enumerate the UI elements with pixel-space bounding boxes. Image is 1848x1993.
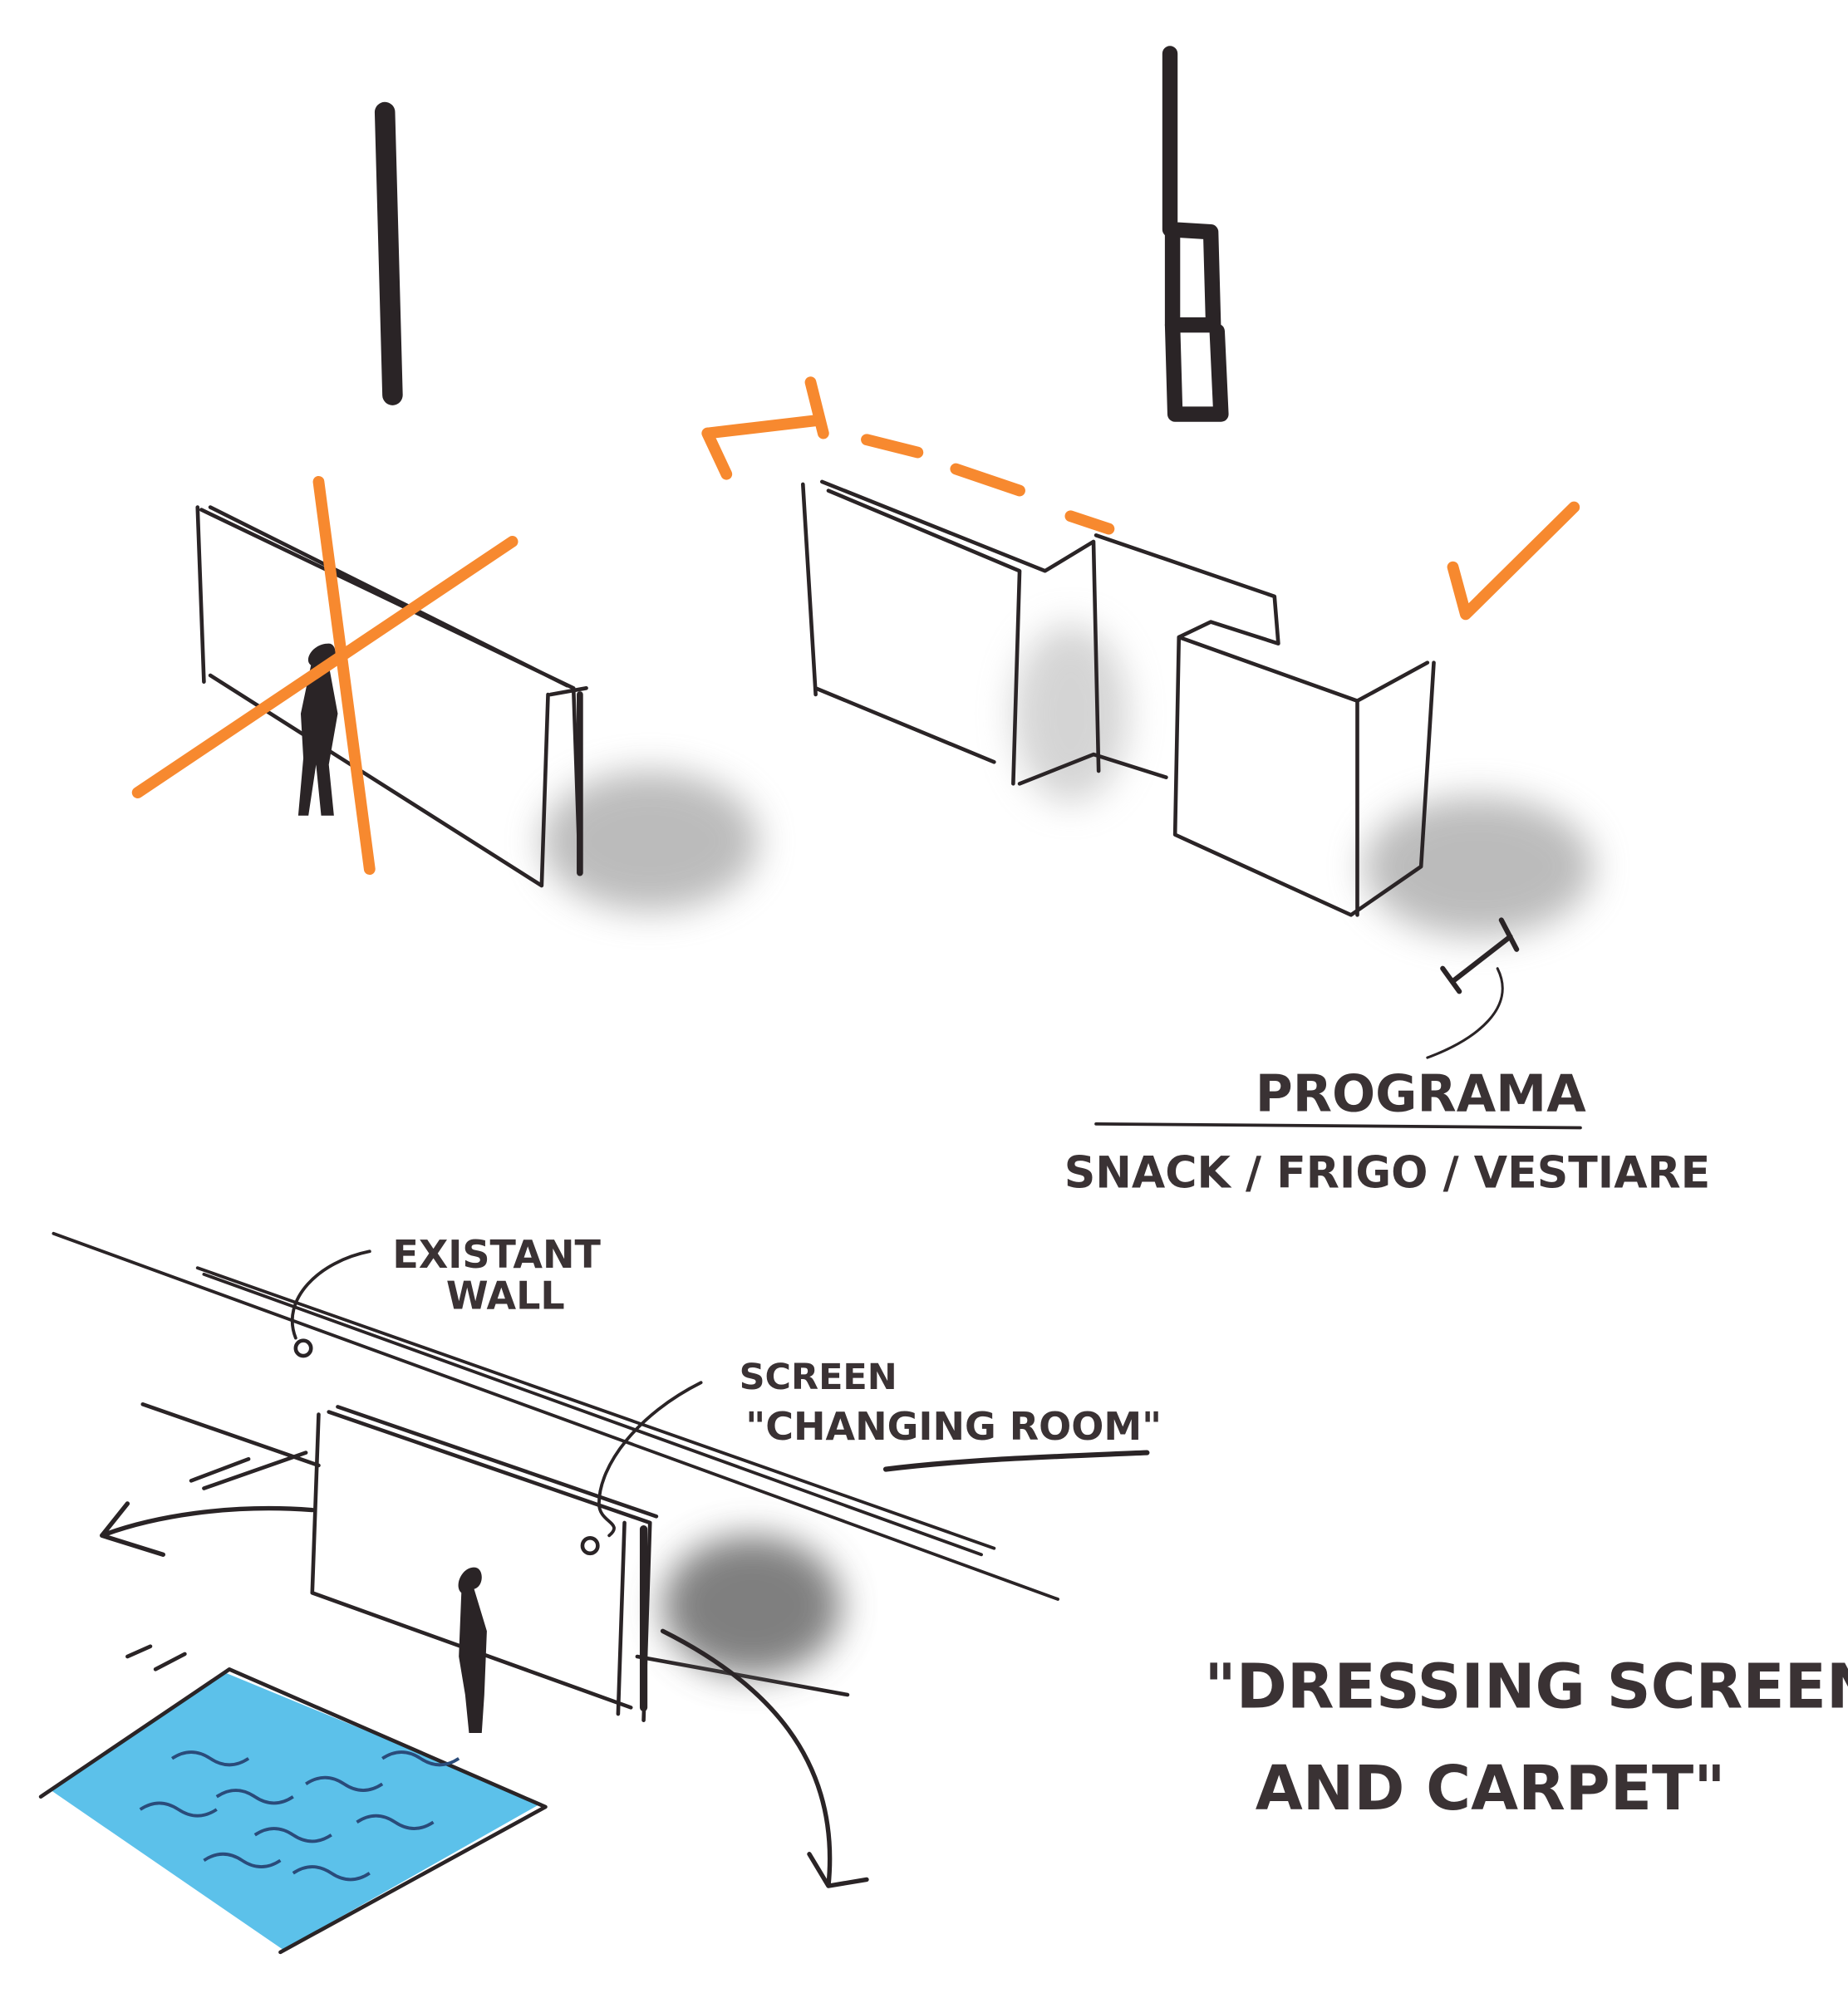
screen-label: SCREEN (740, 1357, 897, 1398)
person-figure (297, 643, 338, 816)
existant-wall-label: EXISTANT (392, 1232, 601, 1277)
existant-wall-label-2: WALL (446, 1273, 565, 1318)
existant-wall-lines (52, 1231, 1059, 1601)
person-figure (458, 1567, 487, 1734)
dressing-screen-sketch: EXISTANT WALL SCREEN "CHANGING ROOM" "DR… (38, 1231, 1848, 1955)
shadow (541, 771, 759, 911)
dimension-marker (1440, 917, 1520, 994)
dressing-screen-title: "DRESSING SCREEN (1204, 1652, 1848, 1722)
check-mark-icon (1447, 501, 1580, 621)
divider (1094, 1122, 1582, 1130)
carpet (38, 1644, 548, 1955)
plan-stepped-wall (1162, 46, 1229, 422)
leader-line (1426, 967, 1504, 1059)
arrow-left-icon (100, 1501, 315, 1557)
plan-straight-wall (374, 101, 403, 405)
cross-mark-icon (312, 475, 376, 876)
shadow (1364, 796, 1594, 937)
shadow (1013, 624, 1128, 803)
dressing-screen-title-2: AND CARPET" (1256, 1754, 1726, 1824)
leader-existant-wall (290, 1249, 371, 1340)
programa-items: SNACK / FRIGO / VESTIARE (1064, 1149, 1711, 1199)
programa-title: PROGRAMA (1256, 1065, 1586, 1124)
underline (882, 1450, 1150, 1472)
approved-wall-sketch (701, 376, 1594, 1059)
shadow (662, 1535, 842, 1676)
arrow-down-icon (660, 1628, 869, 1888)
rejected-wall-sketch (131, 475, 759, 911)
changing-room-label: "CHANGING ROOM" (745, 1404, 1162, 1449)
leader-screen (597, 1381, 703, 1538)
programa-note: PROGRAMA SNACK / FRIGO / VESTIARE (1064, 1065, 1711, 1199)
